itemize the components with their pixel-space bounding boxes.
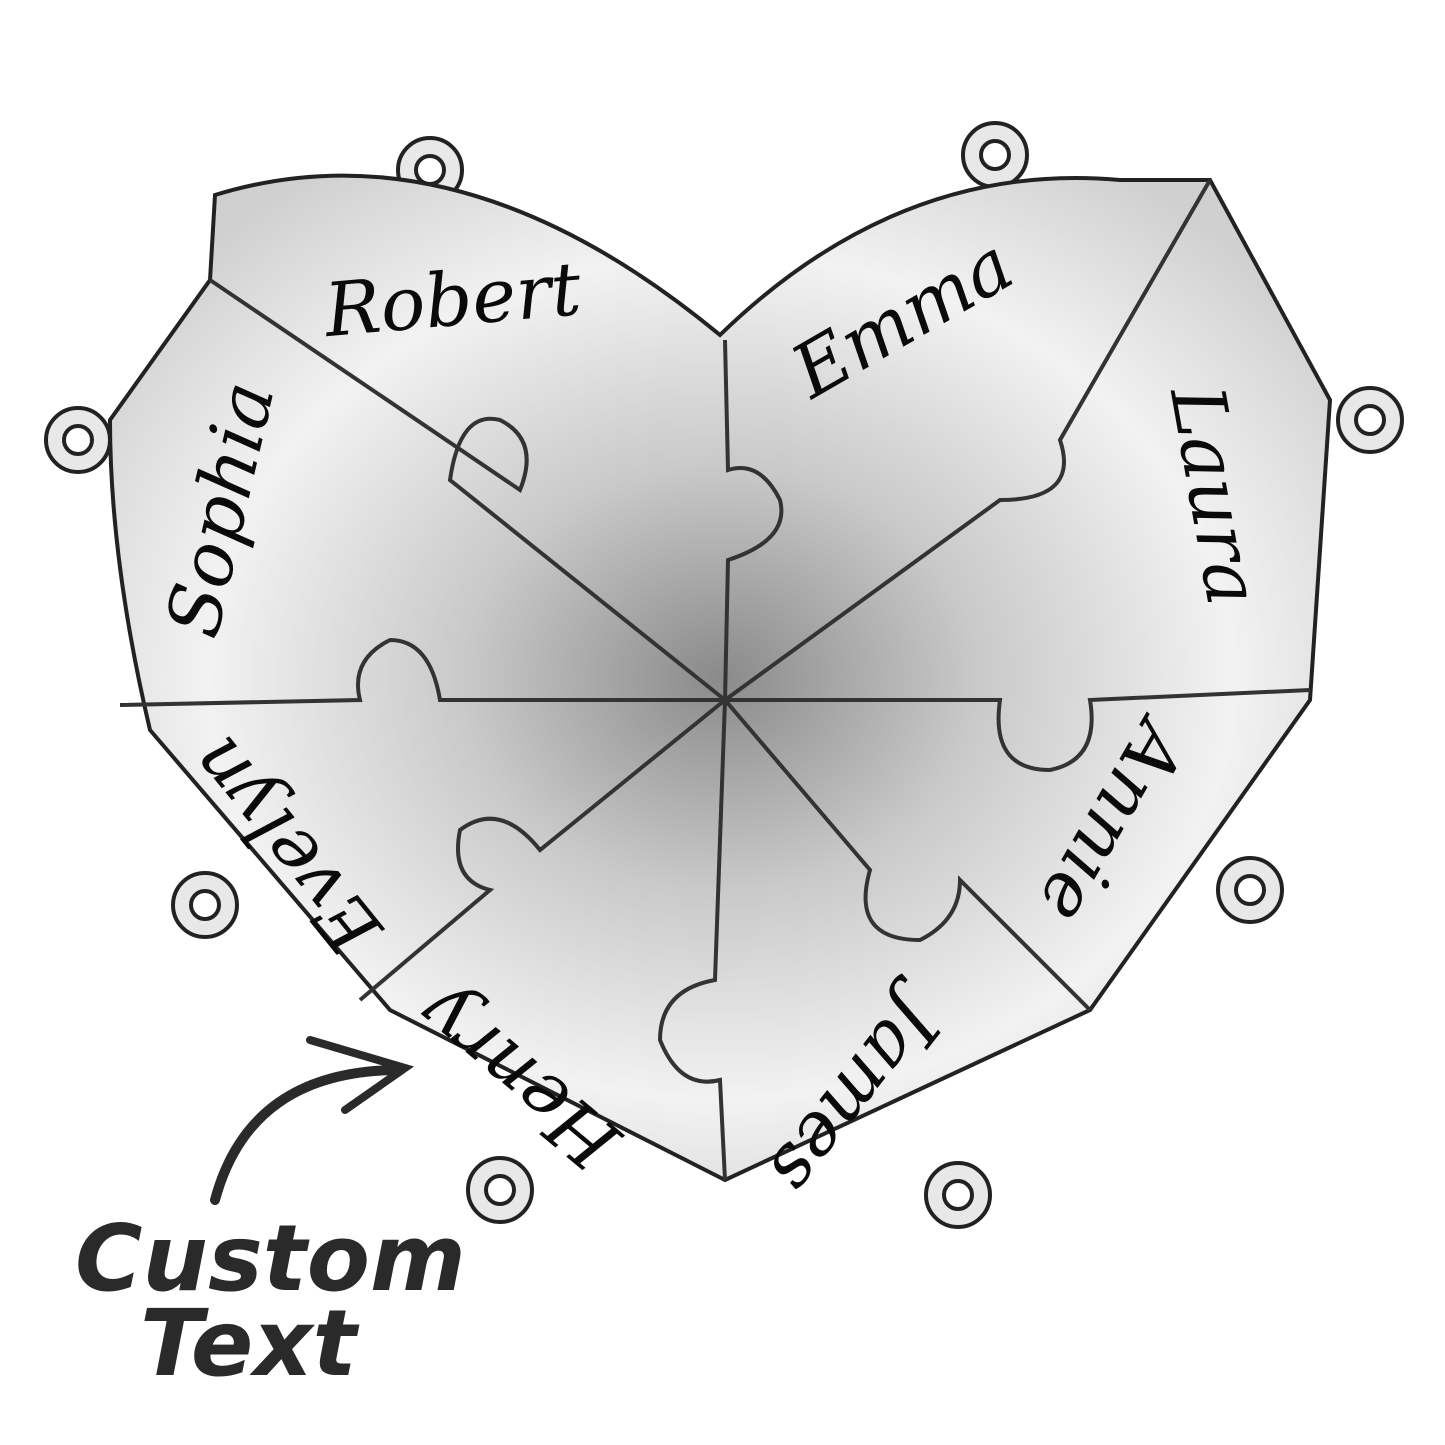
rings [44,121,1404,1229]
custom-text-callout: Custom Text [75,1036,466,1397]
arrow-icon [210,1065,405,1205]
ring-laura [1336,386,1404,454]
ring-evelyn [171,871,239,939]
callout-line2: Text [140,1290,360,1397]
piece-dividers [119,179,1311,1181]
ring-james [924,1161,992,1229]
ring-emma [961,121,1029,189]
ring-sophia [44,406,112,474]
ring-annie [1216,856,1284,924]
callout-line1: Custom [75,1205,466,1312]
ring-henry [466,1156,534,1224]
heart-body [107,173,1333,1183]
